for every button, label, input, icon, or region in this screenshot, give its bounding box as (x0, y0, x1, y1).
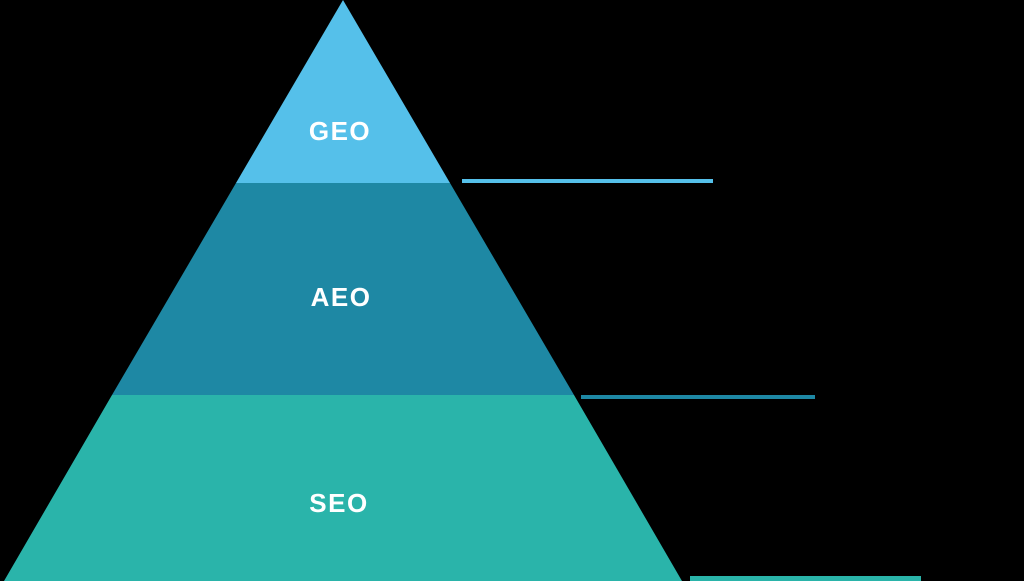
tier-seo-label: SEO (309, 488, 368, 518)
tier-aeo-label: AEO (311, 282, 372, 312)
tier-geo-shape (236, 0, 450, 183)
leader-line-seo (690, 576, 921, 581)
tier-geo-label: GEO (309, 116, 371, 146)
leader-line-aeo (581, 395, 815, 399)
leader-line-geo (462, 179, 713, 183)
tier-seo-shape (4, 395, 682, 581)
tier-aeo-shape (112, 183, 574, 395)
